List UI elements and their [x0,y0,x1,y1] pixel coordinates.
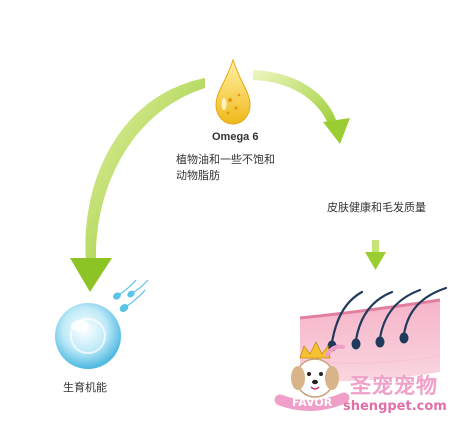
skin-hair-icon [299,286,448,382]
skin-coat-label: 皮肤健康和毛发质量 [327,202,426,214]
fertility-label: 生育机能 [63,382,107,394]
sperm-icon [113,279,149,312]
watermark-brand: 圣宠宠物 [350,374,438,398]
oil-drop-icon [215,58,251,125]
watermark-url: shengpet.com [343,399,447,414]
right-curved-arrow [253,70,338,128]
down-arrow-icon [365,240,386,270]
omega-description: 植物油和一些不饱和动物脂肪 [176,154,275,182]
logo-text: FAVOR [292,396,333,409]
egg-cell-icon [55,303,121,369]
omega-title: Omega 6 [212,131,259,143]
dog-logo-icon: FAVOR [274,341,350,412]
left-curved-arrow [85,78,205,262]
left-arrow-head-icon [70,258,112,292]
right-arrow-head-icon [323,118,350,144]
